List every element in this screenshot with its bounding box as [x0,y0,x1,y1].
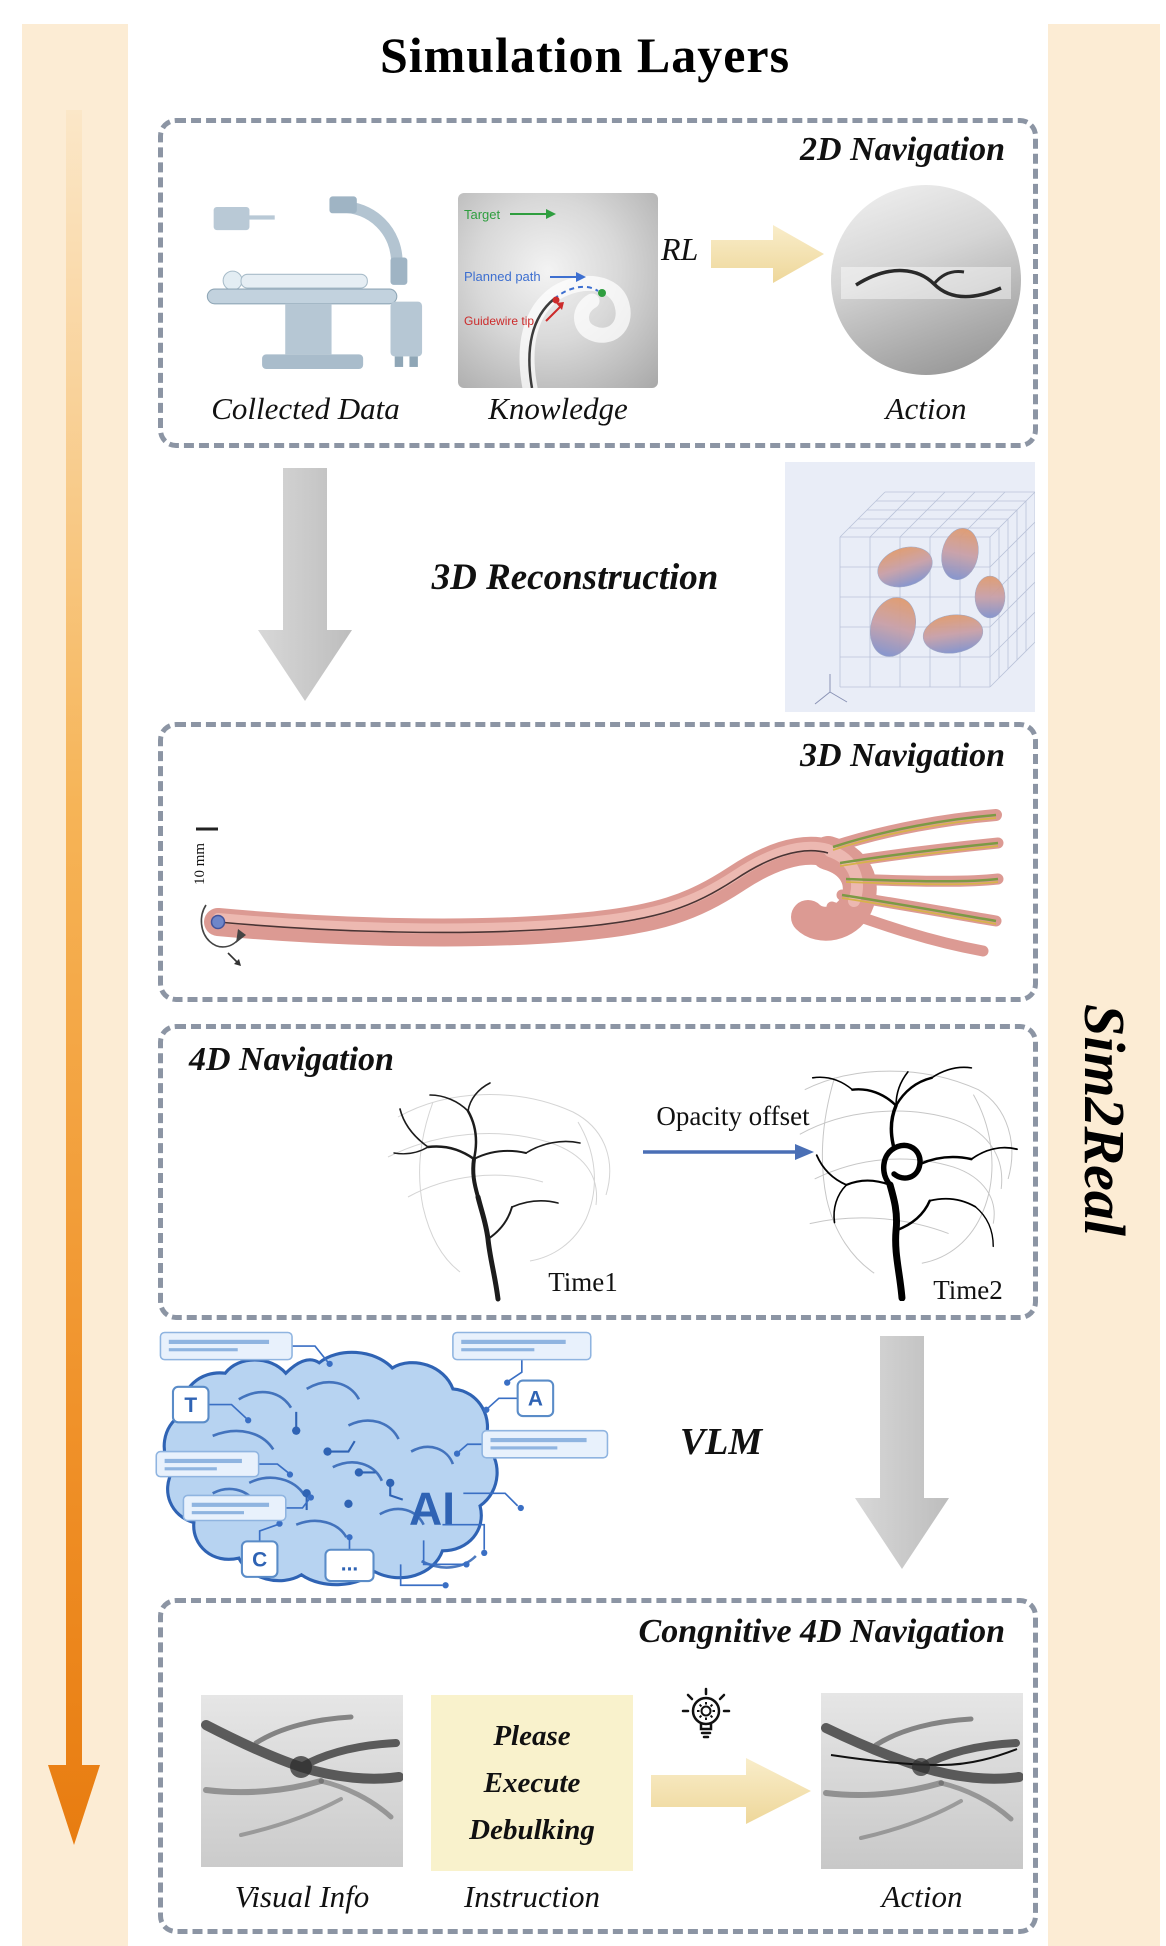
panel-3d-title: 3D Navigation [800,737,1005,774]
visual-info-image [201,1695,403,1867]
annotation-guidewire-tip: Guidewire tip [464,314,534,328]
caption-collected-data: Collected Data [211,391,400,426]
caption-visual-info: Visual Info [234,1879,370,1914]
panel-3d-navigation: 3D Navigation [158,722,1038,1002]
reconstruction-3d-image [785,462,1035,712]
ai-brain-illustration: AI [155,1331,609,1589]
reconstruction-label: 3D Reconstruction [431,557,719,598]
panel-2d-navigation: 2D Navigation [158,118,1038,448]
angiogram-time2-image [799,1066,1018,1301]
execute-arrow-icon [651,1758,811,1824]
rl-label: RL [661,231,699,267]
instruction-line-2: Execute [483,1766,581,1799]
chip-letter-c: C [252,1548,267,1571]
panel-2d-title: 2D Navigation [800,131,1005,168]
ct-scanner-illustration [206,196,423,370]
panel-4d-title: 4D Navigation [189,1041,394,1078]
time1-label: Time1 [548,1267,618,1297]
action-fluoro-image [831,185,1021,375]
annotation-target: Target [464,207,501,222]
sim2real-label: Sim2Real [1072,1003,1137,1237]
angiogram-time1-image [387,1082,611,1302]
cognitive-action-image [821,1693,1023,1869]
chip-letter-t: T [184,1394,197,1417]
vlm-label: VLM [679,1421,763,1463]
panel-cognitive-navigation: Congnitive 4D Navigation Please Execute … [158,1598,1038,1934]
panel-4d-navigation: 4D Navigation [158,1024,1038,1320]
scale-label: 10 mm [192,843,208,885]
flow-down-arrow-icon [48,110,100,1845]
instruction-line-1: Please [493,1719,571,1752]
down-arrow-icon-2 [855,1336,949,1569]
rl-arrow-icon [711,225,824,283]
opacity-offset-label: Opacity offset [656,1101,810,1131]
caption-action-cognitive: Action [881,1879,963,1914]
time2-label: Time2 [933,1275,1003,1305]
caption-instruction: Instruction [463,1879,601,1914]
ai-label: AI [409,1483,455,1535]
panel-cognitive-title: Congnitive 4D Navigation [638,1613,1005,1650]
caption-action-2d: Action [885,391,967,426]
caption-knowledge: Knowledge [488,391,628,426]
right-accent-strip [1048,24,1160,1946]
down-arrow-icon-1 [258,468,352,701]
instruction-line-3: Debulking [469,1813,595,1846]
figure-title: Simulation Layers [379,27,791,83]
idea-lightbulb-icon [681,1687,731,1739]
chip-letter-a: A [528,1388,543,1411]
opacity-offset-arrow-icon [643,1144,814,1160]
chip-dots: ... [341,1553,358,1576]
vessel-3d-model: 10 mm [192,809,1004,966]
knowledge-xray-image: Target Planned path Guidewire tip [458,193,658,388]
instruction-box: Please Execute Debulking [431,1695,633,1871]
annotation-planned-path: Planned path [464,269,541,284]
